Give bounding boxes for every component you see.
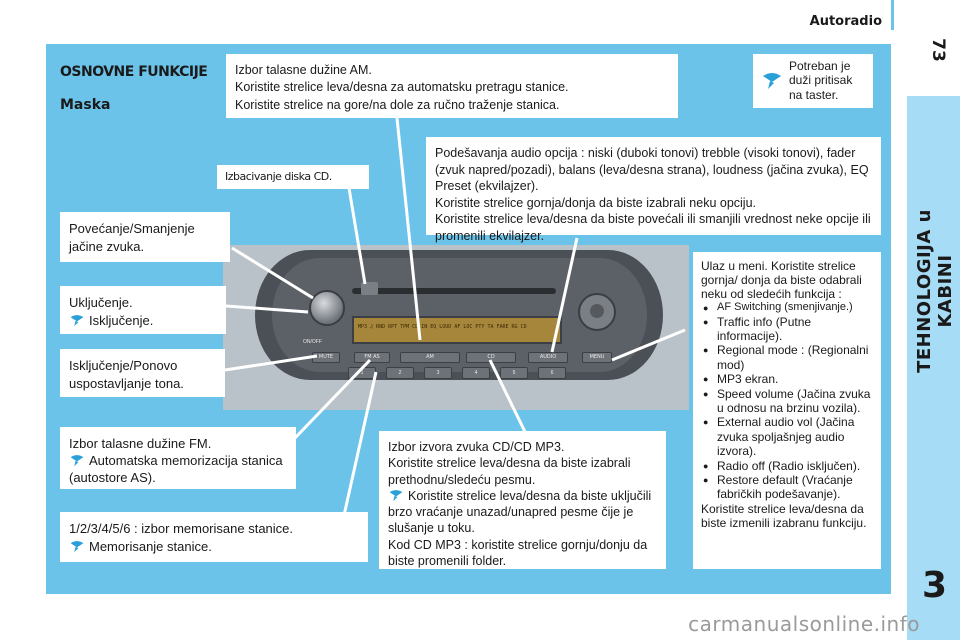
box-am-line1: Izbor talasne dužine AM. [235,63,372,77]
line-am [395,117,422,341]
radio-display-text: MP3 ♫ RND RPT TPM CD-IN EQ LOUD AF LOC P… [358,324,527,330]
label-cd-eject: Izbacivanje diska CD. [217,165,369,189]
box-audio-line1: Podešavanja audio opcija : niski (duboki… [435,146,869,193]
box-menu: Ulaz u meni. Koristite strelice gornja/ … [693,252,881,569]
box-mute-line1: Isključenje/Ponovo [69,358,178,373]
box-fm-line2: Automatska memorizacija stanica [89,453,283,469]
box-source-line1: Izbor izvora zvuka CD/CD MP3. [388,440,565,454]
box-tip-long-press: Potreban je duži pritisak na taster. [753,54,873,108]
am-button[interactable]: AM [400,352,460,363]
menu-item: Regional mode : (Regionalni mod) [701,343,873,372]
chapter-number: 3 [921,565,947,606]
line-menu [611,328,686,362]
box-source: Izbor izvora zvuka CD/CD MP3. Koristite … [379,431,666,569]
menu-item: Speed volume (Jačina zvuka u odnosu na b… [701,387,873,416]
line-volume [231,246,314,300]
preset-button-2[interactable]: 2 [386,367,414,379]
menu-button[interactable]: MENU [582,352,612,363]
box-menu-intro: Ulaz u meni. Koristite strelice gornja/ … [701,259,862,302]
menu-item: MP3 ekran. [701,372,873,386]
audio-button[interactable]: AUDIO [528,352,568,363]
menu-item: Restore default (Vraćanje fabričkih pode… [701,473,873,502]
box-audio: Podešavanja audio opcija : niski (duboki… [426,137,881,243]
box-presets: 1/2/3/4/5/6 : izbor memorisane stanice. … [60,512,368,562]
box-fm-line1: Izbor talasne dužine FM. [69,436,212,451]
box-presets-line2: Memorisanje stanice. [89,538,212,554]
cd-slot [352,288,556,294]
eject-button[interactable] [361,282,378,295]
section-subtitle: Maska [60,97,111,113]
box-presets-line2-row: Memorisanje stanice. [69,538,359,556]
line-presets [341,371,378,521]
box-fm-line2-row: Automatska memorizacija stanica [69,452,287,469]
header-rule [891,0,894,30]
fm-as-button[interactable]: FM AS [354,352,390,363]
preset-button-4[interactable]: 4 [462,367,490,379]
box-power-line2: Isključenje. [89,312,154,328]
box-presets-line1: 1/2/3/4/5/6 : izbor memorisane stanice. [69,521,294,536]
menu-item: External audio vol (Jačina zvuka spoljaš… [701,415,873,458]
box-mute-line2: uspostavljanje tona. [69,375,184,391]
box-fm-line3: (autostore AS). [69,470,156,486]
box-mute: Isključenje/Ponovo uspostavljanje tona. [60,349,225,397]
box-audio-line3: Koristite strelice leva/desna da biste p… [435,212,871,243]
box-power: Uključenje. Isključenje. [60,286,226,334]
box-menu-outro: Koristite strelice leva/desna da biste i… [701,501,867,530]
box-fm: Izbor talasne dužine FM. Automatska memo… [60,427,296,489]
menu-item: AF Switching (smenjivanje.) [701,301,873,314]
menu-item: Radio off (Radio isključen). [701,459,873,473]
chapter-side-band [907,96,960,640]
box-am: Izbor talasne dužine AM. Koristite strel… [226,54,678,118]
box-power-line1: Uključenje. [69,295,133,310]
nav-arrows-center [590,304,604,318]
box-audio-line2: Koristite strelice gornja/donja da biste… [435,195,757,210]
line-eject [347,187,367,285]
source-tip-icon [389,489,403,502]
fm-tip-icon [70,455,84,467]
box-volume: Povećanje/Smanjenje jačine zvuka. [60,212,230,262]
line-fm [293,358,372,440]
long-press-tip-icon [763,73,781,89]
power-tip-icon [70,315,84,327]
volume-knob[interactable] [309,290,345,326]
line-source [488,359,530,439]
box-source-line3-row: Koristite strelice leva/desna da biste u… [388,488,657,537]
section-title: OSNOVNE FUNKCIJE [60,64,208,80]
radio-display [352,316,562,344]
onoff-label: ON/OFF [303,339,322,345]
preset-button-3[interactable]: 3 [424,367,452,379]
line-power [225,304,309,314]
menu-function-list: AF Switching (smenjivanje.) Traffic info… [701,301,873,501]
box-volume-line2: jačine zvuka. [69,238,145,254]
box-source-line2: Koristite strelice leva/desna da biste i… [388,456,631,487]
box-source-line3: Koristite strelice leva/desna da biste u… [388,488,652,536]
box-source-line4: Kod CD MP3 : koristite strelice gornju/d… [388,537,648,568]
box-power-line2-row: Isključenje. [69,312,217,330]
presets-tip-icon [70,541,84,553]
box-am-line3: Koristite strelice na gore/na dole za ru… [235,97,560,112]
menu-item: Traffic info (Putne informacije). [701,315,873,344]
preset-button-6[interactable]: 6 [538,367,566,379]
footer-watermark-url: carmanualsonline.info [688,612,920,636]
tip-long-press-text: Potreban je duži pritisak na taster. [789,59,853,102]
box-am-line2: Koristite strelice leva/desna za automat… [235,80,569,95]
preset-button-5[interactable]: 5 [500,367,528,379]
header-title: Autoradio [809,14,882,29]
line-audio [550,237,579,353]
line-mute [224,354,318,372]
box-volume-line1: Povećanje/Smanjenje [69,221,195,236]
